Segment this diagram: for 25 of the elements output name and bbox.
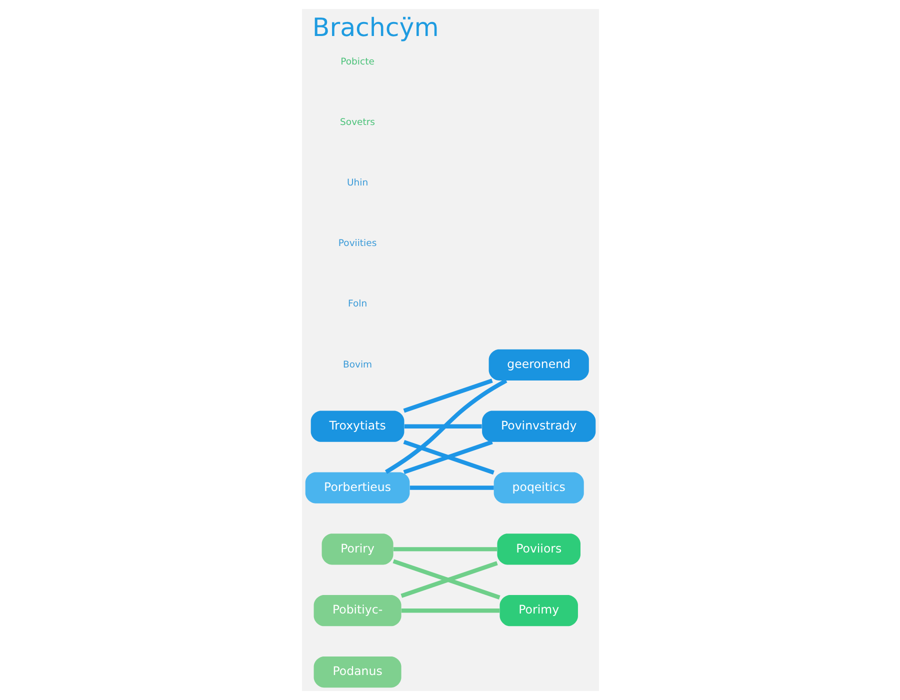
label: Uhin (346, 178, 368, 189)
node-box: poqeitics (493, 472, 584, 504)
connector (400, 608, 500, 613)
connector (392, 547, 497, 552)
connector (404, 424, 482, 428)
label: Bovim (342, 359, 372, 370)
node-box: Podanus (313, 656, 401, 688)
connector (409, 486, 494, 490)
label: Foln (347, 298, 367, 310)
node-box: Poviiors (496, 534, 580, 565)
node-box: Poriry (321, 534, 393, 565)
label: Pobicte (340, 56, 374, 68)
label: Poviities (338, 238, 376, 250)
label: Sovetrs (340, 116, 375, 128)
node-box: Pobitiyc- (313, 595, 401, 626)
node-box: Porimy (499, 595, 578, 626)
connector (392, 559, 500, 600)
node-box: geeronend (488, 349, 588, 380)
diagram-title: Brachcÿm (312, 12, 438, 42)
node-box: Porbertieus (304, 472, 410, 504)
connector (384, 378, 507, 474)
node-box: Troxytiats (310, 410, 404, 442)
connector (402, 378, 492, 413)
connector (400, 561, 498, 598)
node-box: Povinvstrady (482, 410, 596, 442)
